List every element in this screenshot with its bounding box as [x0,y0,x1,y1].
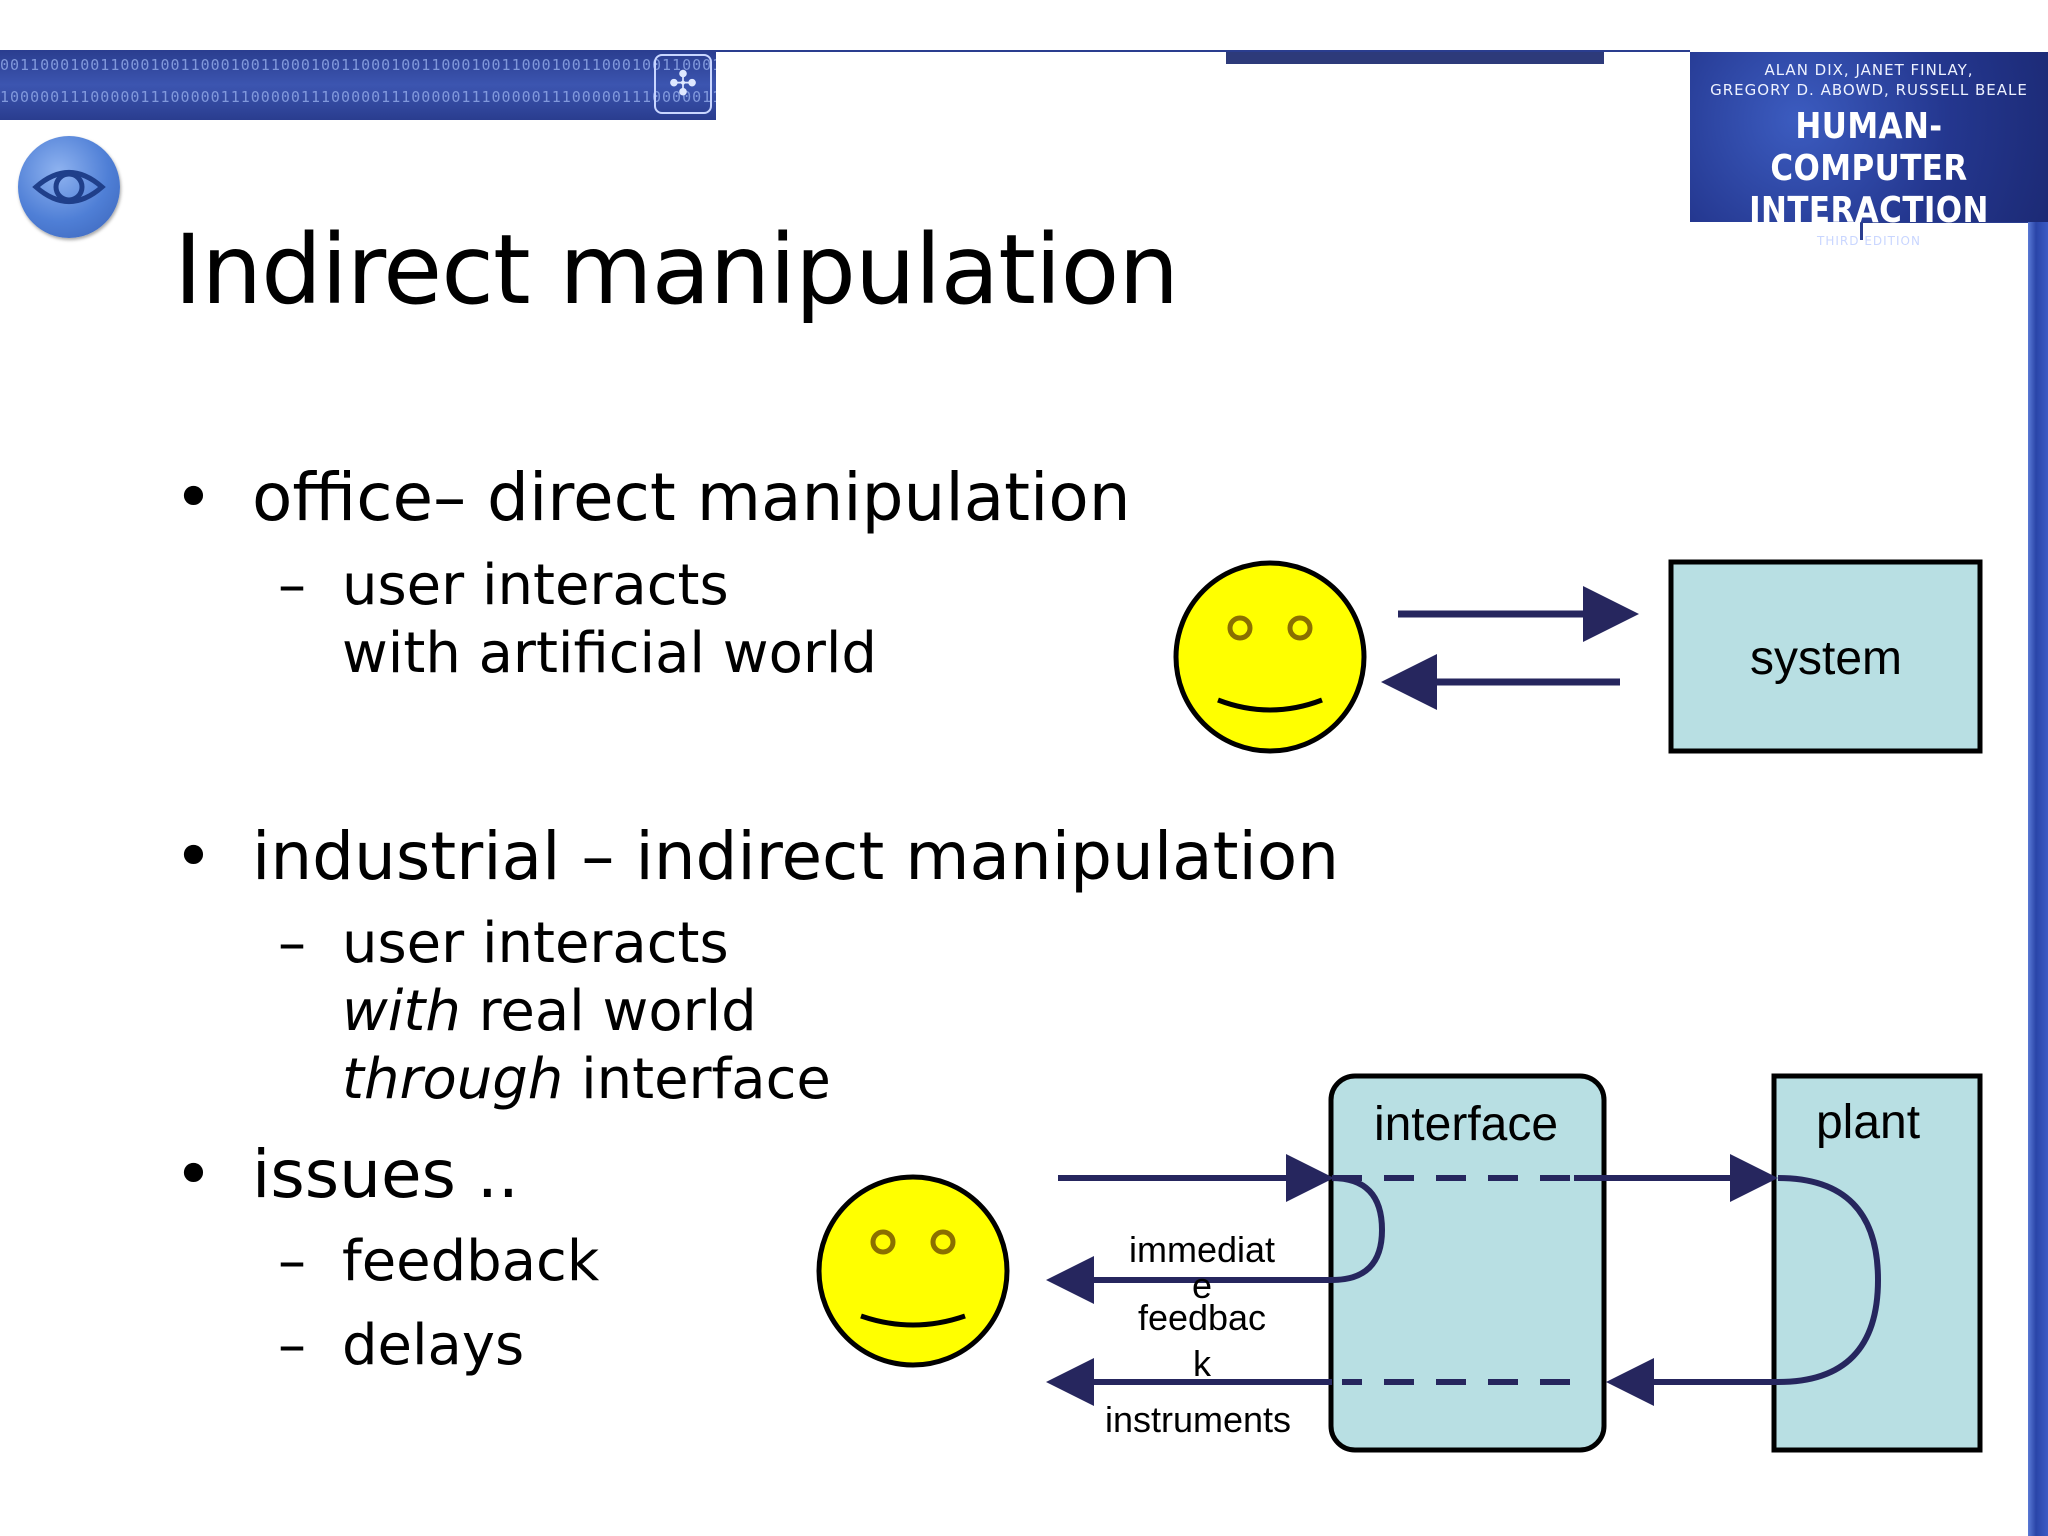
bullet-office: • office– direct manipulation [174,458,1131,538]
eye-icon [18,136,120,238]
sub-bullet-real-world: – user interacts with real world through… [278,910,831,1114]
binary-header-strip: 0011000100110001001100010011000100110001… [0,50,716,120]
system-box [1668,559,1983,754]
sub-bullet-marker: – [278,1313,306,1378]
plant-label: plant [1816,1096,1920,1149]
bullet-marker: • [174,1136,213,1213]
sub-bullet-line: user interacts [342,553,729,618]
bullet-text: industrial – indirect manipulation [252,818,1340,895]
feedback-label-line: feedbac [1138,1297,1266,1338]
chip-icon: ✣ [654,54,712,114]
sub-bullet-feedback: – feedback [278,1228,600,1296]
immediate-feedback-arrow [1046,1175,1386,1304]
book-authors: GREGORY D. ABOWD, RUSSELL BEALE [1710,81,2028,99]
sub-bullet-text: real world [460,979,757,1044]
smiley-face-icon [1173,560,1367,754]
side-accent-bar [2028,222,2048,1536]
bullet-industrial: • industrial – indirect manipulation [174,817,1340,897]
book-cover-logo: ALAN DIX, JANET FINLAY, GREGORY D. ABOWD… [1690,52,2048,248]
sub-bullet-marker: – [278,1229,306,1294]
sub-bullet-delays: – delays [278,1312,525,1380]
sub-bullet-text: interface [563,1047,831,1112]
bullet-marker: • [174,459,213,536]
book-title: INTERACTION [1749,190,1989,231]
book-title: HUMAN-COMPUTER [1770,106,1968,189]
slide-title: Indirect manipulation [174,214,1179,326]
header-rule [716,50,1690,52]
sub-bullet-line: with artificial world [342,621,877,686]
bullet-text: office– direct manipulation [252,459,1131,536]
sub-bullet-line: through interface [342,1046,831,1114]
bullet-marker: • [174,818,213,895]
emphasis-text: with [342,979,461,1044]
sub-bullet-line: with real world [342,978,831,1046]
plant-feedback-arrow [1606,1175,1882,1406]
book-edition: THIRD EDITION [1817,234,1921,248]
system-label: system [1750,632,1902,685]
binary-text-row: 0011000100110001001100010011000100110001… [0,56,716,74]
feedback-label-line: immediat [1129,1229,1275,1270]
book-authors: ALAN DIX, JANET FINLAY, [1764,61,1974,79]
sub-bullet-text: feedback [342,1229,600,1294]
interface-label: interface [1374,1098,1558,1151]
bullet-issues: • issues .. [174,1135,519,1215]
feedback-label-line: k [1193,1343,1212,1384]
sub-bullet-artificial-world: – user interacts with artificial world [278,552,877,688]
feedback-label-line: e [1192,1265,1212,1306]
sub-bullet-marker: – [278,553,306,618]
binary-text-row: 1000001110000011100000111000001110000011… [0,88,716,106]
sub-bullet-line: user interacts [342,911,729,976]
sub-bullet-text: delays [342,1313,525,1378]
smiley-face-icon [816,1174,1010,1368]
interface-box [1328,1073,1607,1453]
sub-bullet-marker: – [278,911,306,976]
bullet-text: issues .. [252,1136,519,1213]
header-accent-bar [1226,52,1604,64]
emphasis-text: through [342,1047,564,1112]
instruments-label: instruments [1105,1399,1291,1440]
